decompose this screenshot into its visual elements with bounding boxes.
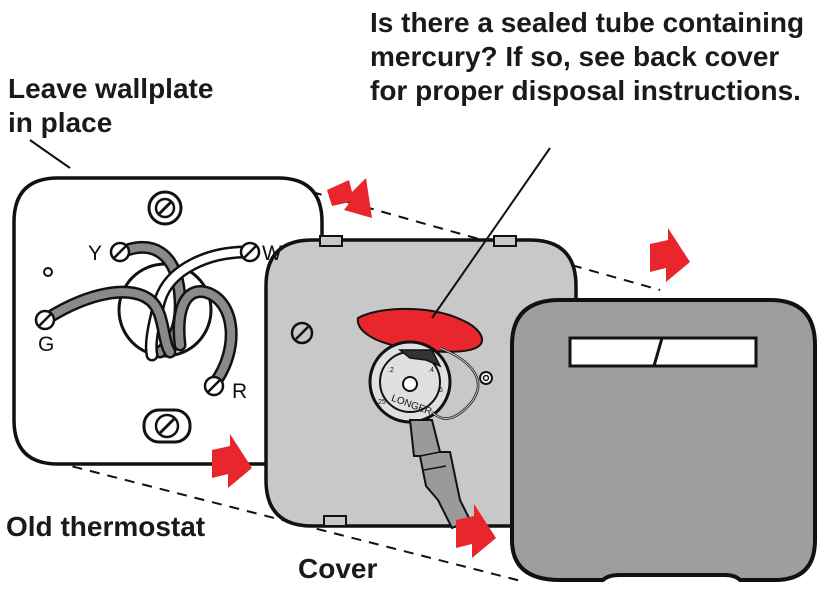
wallplate-hole <box>43 267 53 277</box>
wallplate-label-line-2: in place <box>8 107 113 138</box>
wallplate-label-line-1: Leave wallplate <box>8 73 214 104</box>
thermostat-dial: LONGER .2 .25 .4 .6 <box>368 340 452 424</box>
old-thermostat-label: Old thermostat <box>6 511 206 542</box>
wallplate <box>12 176 324 466</box>
mercury-question-line-3: for proper disposal instructions. <box>370 75 801 106</box>
mercury-callout-line <box>431 147 551 319</box>
dial-number: .2 <box>388 367 394 374</box>
mercury-question-line-2: mercury? If so, see back cover <box>370 41 780 72</box>
wallplate-callout-line <box>29 139 71 169</box>
dial-number: .6 <box>437 387 443 394</box>
arrow-icon <box>456 504 496 558</box>
thermostat-cover <box>510 298 817 582</box>
arrow-icon <box>327 178 372 218</box>
wires <box>41 240 253 391</box>
dial-number: .4 <box>428 367 434 374</box>
terminal-screw-g <box>34 309 56 331</box>
terminal-label-w: W <box>262 242 282 265</box>
terminal-label-g: G <box>38 333 54 356</box>
arrow-icon <box>650 228 690 282</box>
wallplate-bottom-screw <box>142 408 192 444</box>
terminal-screw-y <box>109 241 131 263</box>
cover-label: Cover <box>298 553 378 584</box>
terminal-label-r: R <box>232 380 247 403</box>
mercury-tube <box>356 307 483 353</box>
cover-window <box>568 336 758 368</box>
terminal-screw-r <box>203 375 225 397</box>
thermostat-body: LONGER .2 .25 .4 .6 <box>264 235 578 530</box>
arrow-icon <box>212 434 252 488</box>
wallplate-top-screw <box>147 190 183 226</box>
dial-number: .25 <box>376 399 386 406</box>
mercury-question-line-1: Is there a sealed tube containing <box>370 7 805 38</box>
terminal-label-y: Y <box>88 242 102 265</box>
terminal-screw-w <box>239 241 261 263</box>
body-screw <box>290 321 314 345</box>
